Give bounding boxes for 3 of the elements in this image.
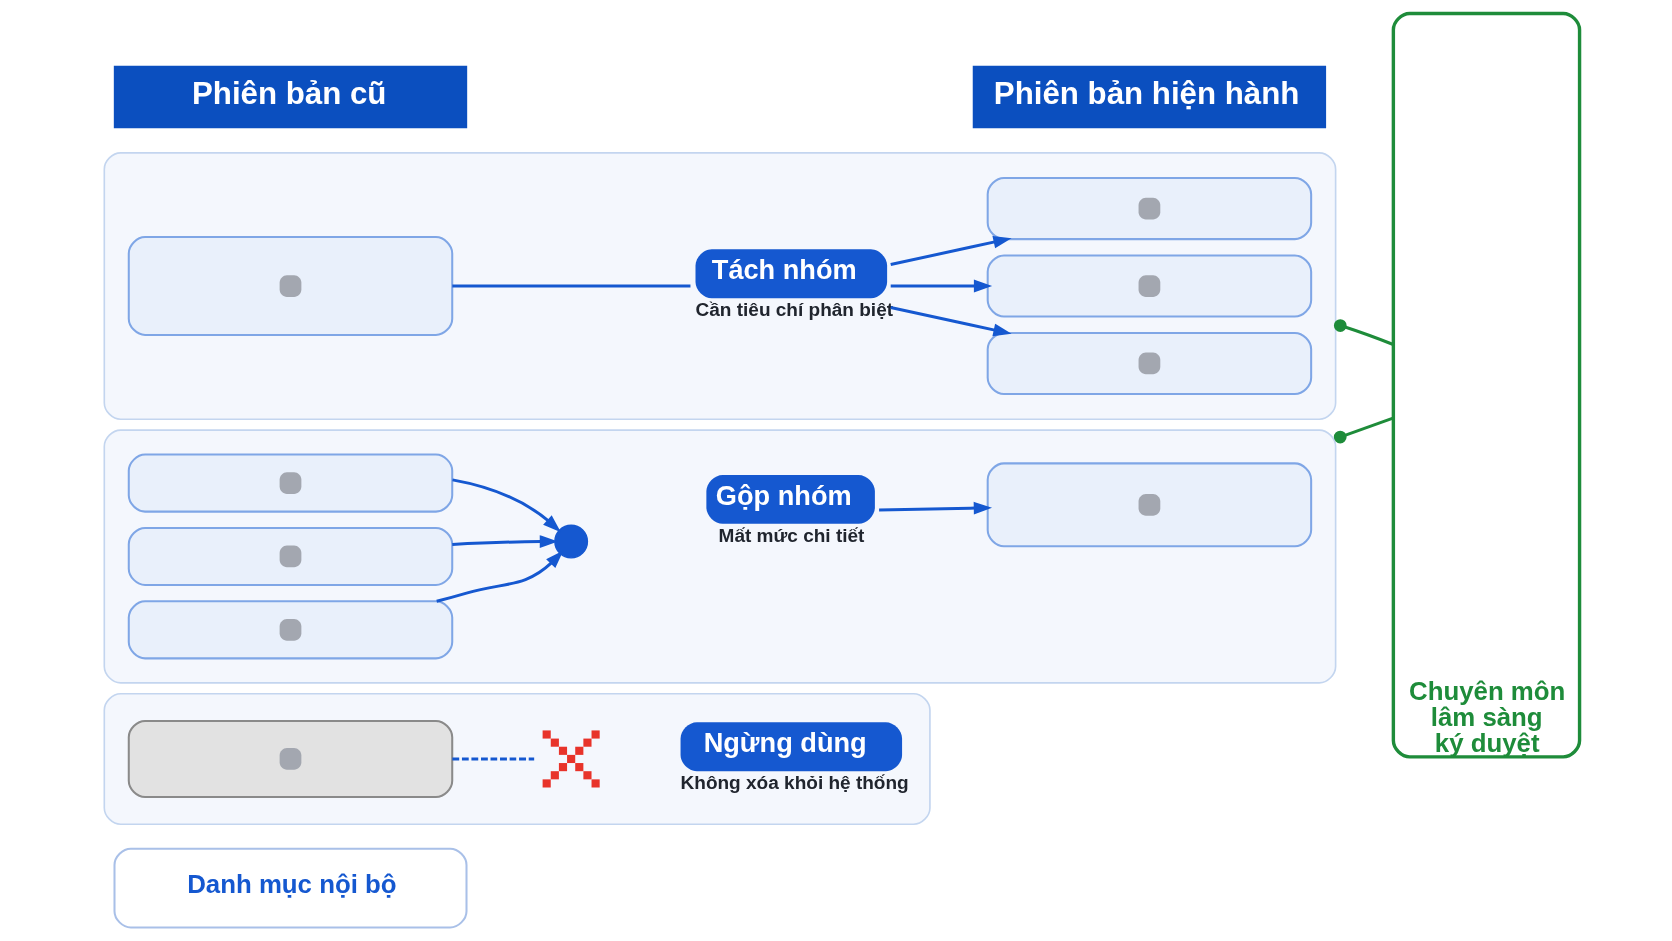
node-label: Mất mức chi tiết bbox=[718, 524, 864, 546]
node-label: Không xóa khỏi hệ thống bbox=[680, 772, 909, 794]
node-label: Cần tiêu chí phân biệt bbox=[695, 299, 893, 321]
